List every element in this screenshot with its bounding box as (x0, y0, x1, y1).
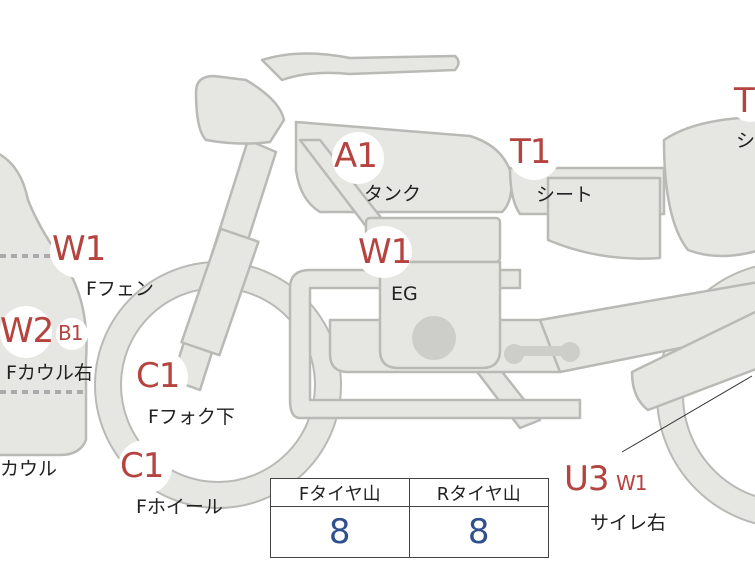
marker-label-muffler-right: サイレ右 (590, 512, 667, 534)
marker-label-seat: シート (536, 184, 594, 206)
marker-label-front-fender: Fフェン (86, 278, 154, 300)
marker-label-front-wheel: Fホイール (136, 496, 223, 518)
marker-label-front-fork: Fフォク下 (148, 406, 235, 428)
marker-code-tank: A1 (334, 136, 378, 176)
marker-code-front-wheel: C1 (120, 446, 164, 486)
marker-subcode-front-cowl-right: B1 (58, 321, 83, 345)
marker-code-front-fender: W1 (52, 229, 106, 269)
rear-cowl-shape (662, 116, 755, 258)
front-tire-value: 8 (271, 507, 410, 557)
marker-label-tank: タンク (364, 183, 422, 205)
marker-code-engine: W1 (358, 232, 412, 272)
marker-label-engine: EG (391, 283, 418, 305)
marker-code-front-fork: C1 (136, 356, 180, 396)
marker-code-muffler-right: U3 (564, 459, 610, 499)
tire-tread-table: Fタイヤ山 Rタイヤ山 8 8 (270, 478, 549, 558)
marker-code-front-cowl-right: W2 (0, 311, 54, 351)
front-cowl-shape (0, 153, 88, 457)
handlebar-shape (260, 52, 460, 82)
muffler-leader-line (621, 375, 753, 453)
marker-label-front-cowl-right: Fカウル右 (6, 362, 93, 384)
rear-tire-value: 8 (467, 512, 490, 552)
marker-label-rear-seat: シ (736, 130, 755, 152)
muffler-shape (630, 310, 755, 412)
rear-tire-header: Rタイヤ山 (409, 479, 548, 507)
marker-code-seat: T1 (510, 132, 551, 172)
marker-subcode-muffler-right: W1 (616, 471, 647, 495)
marker-label-cowl: カウル (0, 458, 58, 480)
headlight-shape (194, 74, 286, 145)
front-tire-header: Fタイヤ山 (271, 479, 410, 507)
marker-code-rear-seat: T (734, 81, 755, 121)
